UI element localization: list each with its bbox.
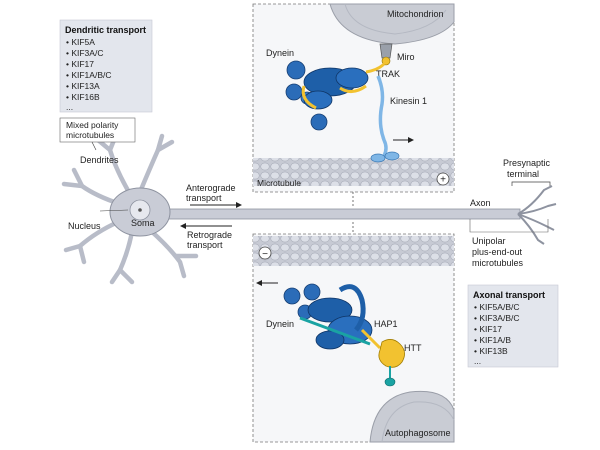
kinesin-label: Kinesin 1 [390,96,427,106]
minus-sign: − [262,249,268,260]
bottom-panel: − Dynein HAP1 HTT Autophagosome [252,233,455,443]
mitochondrion-label: Mitochondrion [387,9,444,19]
soma-label: Soma [131,218,155,228]
htt-protein [378,339,405,387]
presynaptic-terminal-shape [517,185,557,245]
presynaptic-line-1: Presynaptic [503,158,551,168]
axonal-item: ... [474,356,481,366]
autophagosome-label: Autophagosome [385,428,451,438]
hap1-label: HAP1 [374,319,398,329]
microtubule-top [253,158,454,186]
miro-label: Miro [397,52,415,62]
axonal-item: • KIF3A/B/C [474,313,520,323]
microtubule-bottom [253,236,454,266]
htt-label: HTT [404,343,422,353]
mixed-polarity-line-2: microtubules [66,130,114,140]
axonal-title: Axonal transport [473,290,545,300]
dynein-top-label: Dynein [266,48,294,58]
trak-label: TRAK [376,69,400,79]
microtubule-label: Microtubule [257,178,301,188]
dynein-complex-top [285,60,369,131]
plus-sign: + [440,175,446,186]
axonal-transport-box: Axonal transport • KIF5A/B/C • KIF3A/B/C… [467,284,559,368]
kinesin-1 [370,75,400,163]
minus-end-marker [258,246,272,260]
dendrite-branches [61,127,199,285]
unipolar-line-3: microtubules [472,258,524,268]
axonal-item: • KIF17 [474,324,502,334]
unipolar-line-1: Unipolar [472,236,506,246]
nucleus-label: Nucleus [68,221,101,231]
dendritic-item: • KIF5A [66,37,95,47]
dendritic-title: Dendritic transport [65,25,146,35]
dendritic-transport-box: Dendritic transport • KIF5A • KIF3A/C • … [59,19,153,113]
autophagosome-shape [369,390,455,443]
retrograde-line-1: Retrograde [187,230,232,240]
hap1-adaptor [360,328,382,350]
dendritic-item: • KIF16B [66,92,100,102]
dendritic-item: ... [66,102,73,112]
anterograde-line-1: Anterograde [186,183,236,193]
unipolar-line-2: plus-end-out [472,247,523,257]
dynein-bottom-label: Dynein [266,319,294,329]
axonal-item: • KIF13B [474,346,508,356]
neuron-cell [61,127,557,285]
axonal-item: • KIF5A/B/C [474,302,520,312]
dendritic-item: • KIF17 [66,59,94,69]
mitochondrion-shape [329,3,455,45]
mixed-polarity-line-1: Mixed polarity [66,120,119,130]
dendritic-item: • KIF1A/B/C [66,70,112,80]
miro-protein [379,43,393,66]
plus-end-marker [436,172,450,186]
anterograde-line-2: transport [186,193,222,203]
axon-label: Axon [470,198,491,208]
presynaptic-line-2: terminal [507,169,539,179]
axonal-item: • KIF1A/B [474,335,511,345]
axon-shaft [149,208,521,220]
retrograde-line-2: transport [187,240,223,250]
top-panel: Mitochondrion Microtubule + Dynein Miro … [252,3,455,193]
dynein-complex-bottom [283,283,373,350]
dendrites-label: Dendrites [80,155,119,165]
trak-adaptor [365,62,386,74]
dendritic-item: • KIF3A/C [66,48,103,58]
dendritic-item: • KIF13A [66,81,100,91]
